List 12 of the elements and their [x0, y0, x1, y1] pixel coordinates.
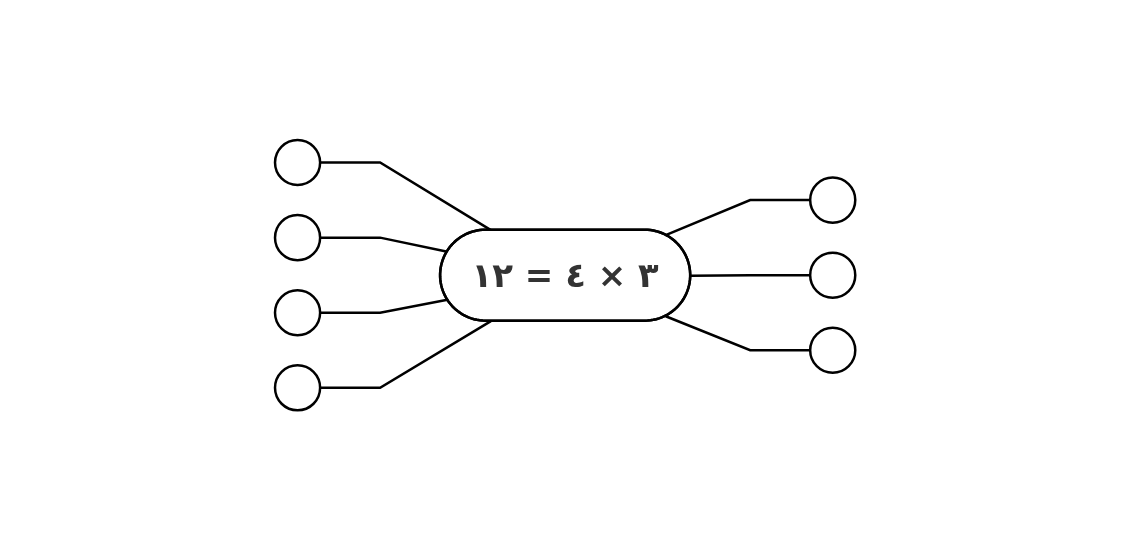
- connector: [319, 236, 448, 253]
- connector: [665, 314, 811, 352]
- node-circle: [273, 363, 322, 412]
- node-circle: [808, 326, 857, 374]
- node-circle: [273, 138, 322, 187]
- connector: [690, 273, 811, 277]
- connector: [319, 298, 448, 314]
- node-circle: [808, 251, 857, 299]
- connector: [665, 198, 811, 237]
- node-circle: [273, 213, 322, 262]
- node-circle: [808, 176, 857, 224]
- node-circle: [273, 288, 322, 337]
